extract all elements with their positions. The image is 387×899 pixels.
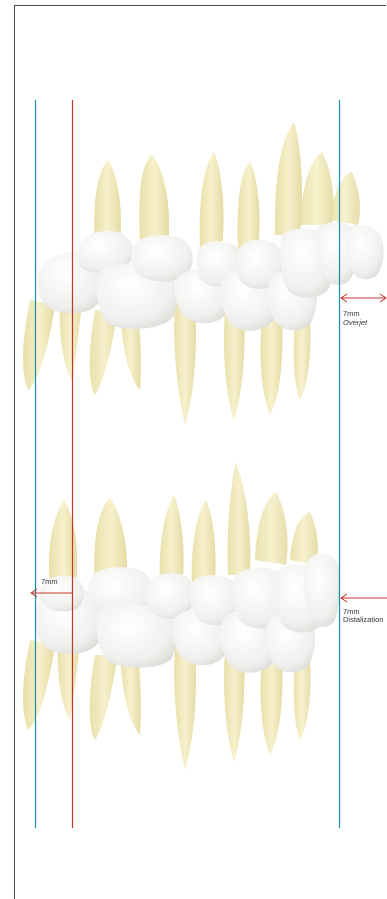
overjet-caption-label: Overjet: [343, 318, 367, 327]
distalization-arrow: [341, 594, 387, 602]
overjet-arrow: [341, 294, 386, 302]
upper-arch-bottom-diagram: [23, 462, 340, 770]
distalization-caption-label: Distalization: [343, 615, 383, 624]
upper-arch-top-diagram: [23, 122, 384, 425]
left-measure-label: 7mm: [41, 577, 58, 586]
overjet-measure-label: 7mm: [343, 309, 360, 318]
